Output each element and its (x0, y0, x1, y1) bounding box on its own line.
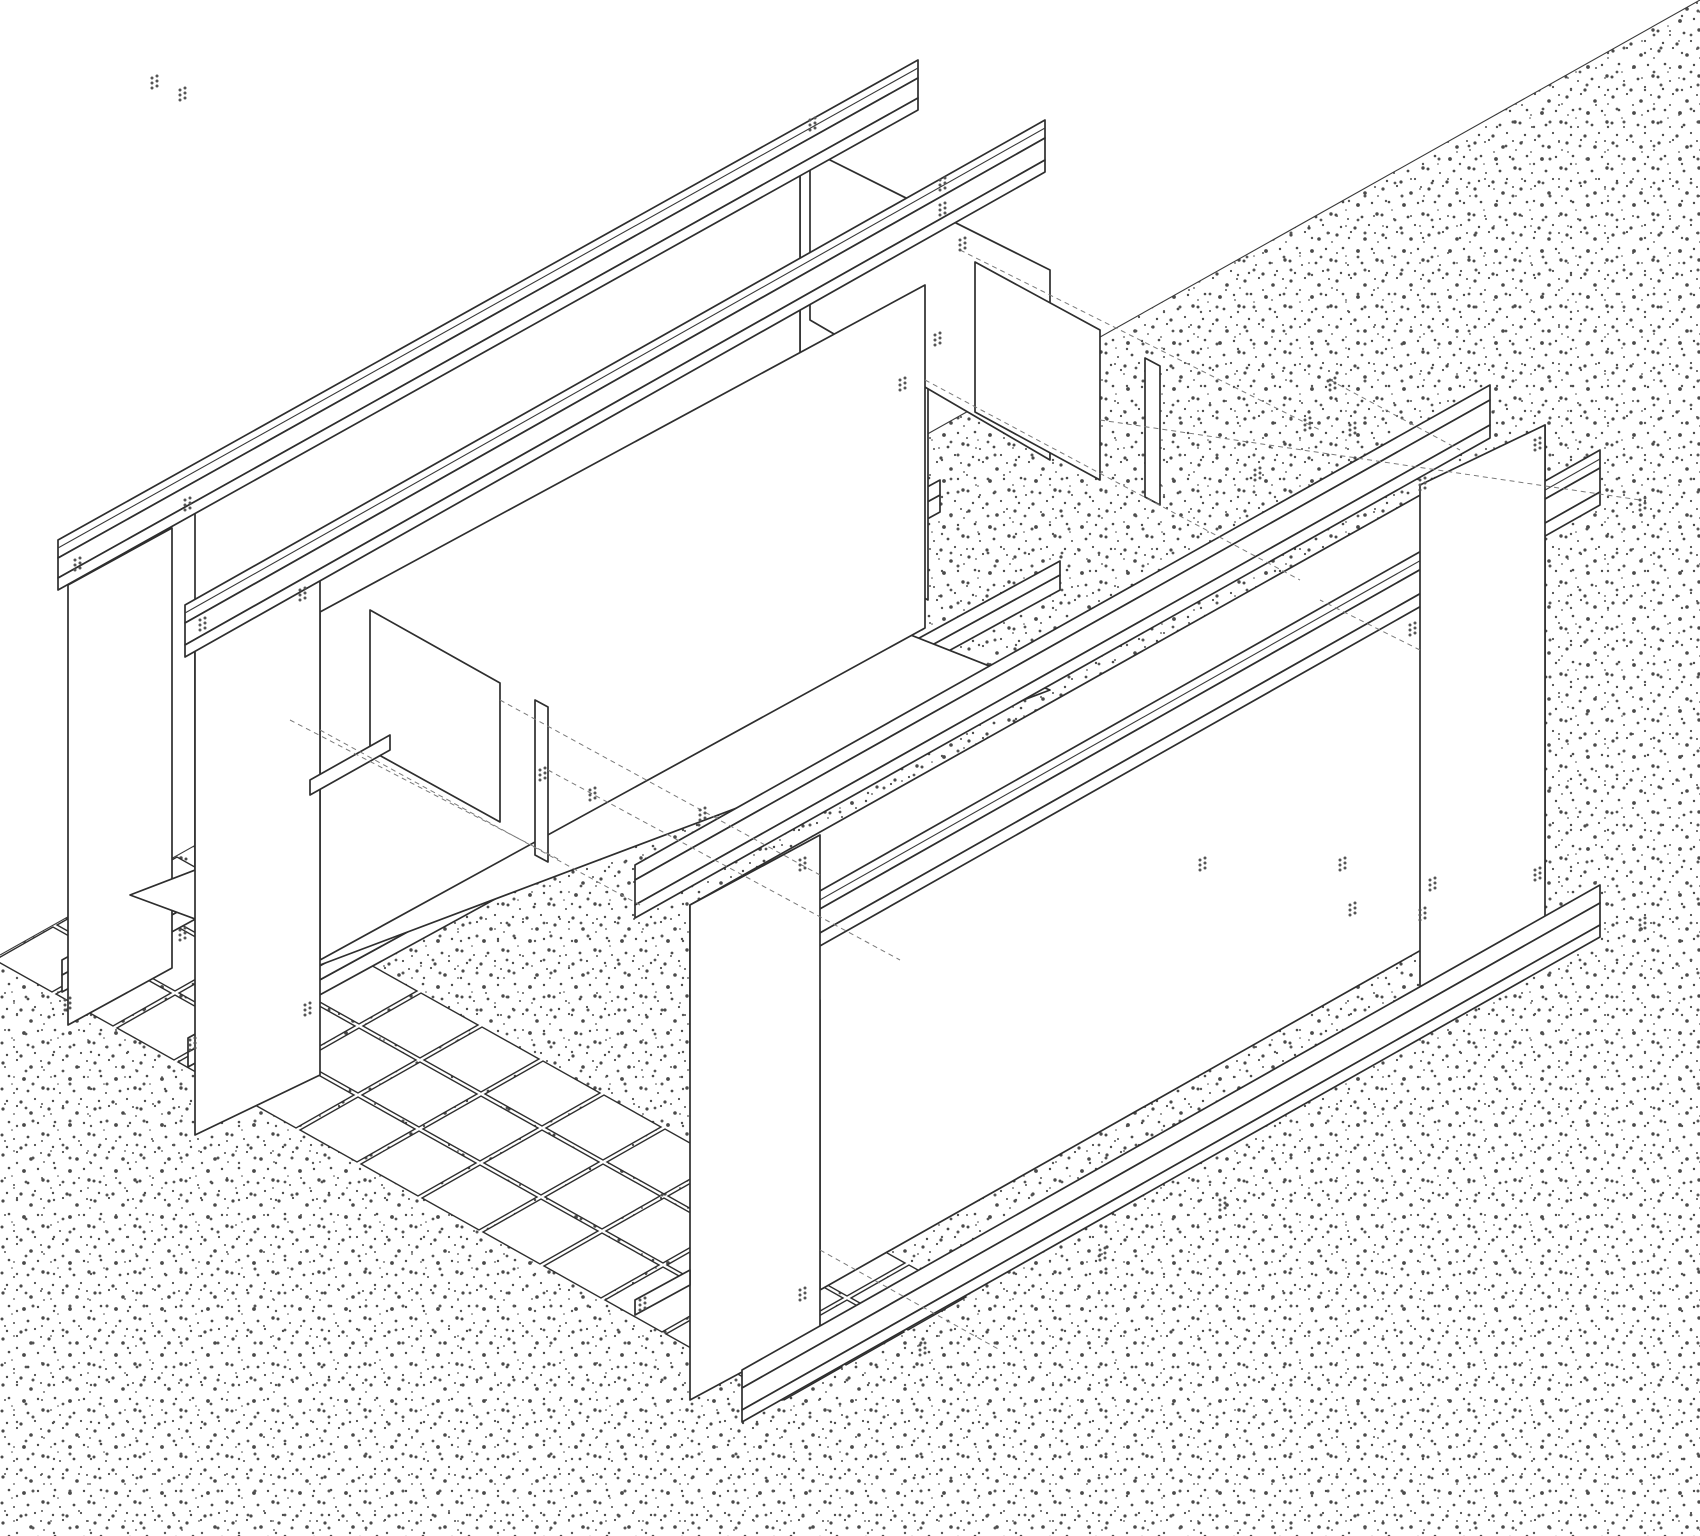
top-beam-near (184, 119, 1046, 658)
bolt-cluster (1638, 916, 1647, 932)
mid-rail-beam (634, 384, 1491, 919)
bolt-cluster (178, 86, 187, 102)
bolt-cluster (178, 926, 187, 942)
bolt-cluster (1218, 1196, 1227, 1212)
bolt-cluster (1428, 876, 1437, 892)
bolt-cluster (588, 786, 597, 802)
bolt-cluster (918, 1341, 927, 1357)
bolt-cluster (188, 1036, 197, 1052)
bolt-cluster (638, 1296, 647, 1312)
grating-tile (481, 1198, 600, 1265)
bolt-cluster (808, 116, 817, 132)
bolt-cluster (798, 856, 807, 872)
bolt-groups (63, 74, 1647, 1357)
grating-tile (482, 1129, 601, 1196)
grating-tile (361, 992, 480, 1059)
front-bottom-beam (741, 884, 1601, 1423)
side-plate-upper-right (974, 261, 1101, 481)
bolt-cluster (898, 376, 907, 392)
post-upper-right (1144, 357, 1161, 506)
top-beam-far (57, 59, 919, 591)
grating-tile (421, 1095, 540, 1162)
bolt-cluster (1348, 421, 1357, 437)
bolt-cluster (698, 806, 707, 822)
bolt-cluster (198, 616, 207, 632)
bolt-cluster (938, 201, 947, 217)
front-right-panel (1419, 424, 1546, 1011)
ground-beam-center-short (309, 734, 391, 796)
front-top-beam (741, 449, 1601, 991)
bolt-cluster (798, 1286, 807, 1302)
assembly-guides (289, 249, 1641, 1351)
grating-tile (299, 1027, 418, 1094)
bolt-cluster (63, 996, 72, 1012)
bolt-cluster (538, 766, 547, 782)
bolt-cluster (1098, 1246, 1107, 1262)
bolt-cluster (150, 74, 159, 90)
post-center (534, 699, 549, 863)
bolt-cluster (1533, 436, 1542, 452)
bolt-cluster (1418, 476, 1427, 492)
bolt-cluster (933, 331, 942, 347)
bolt-cluster (298, 586, 307, 602)
grating-tile (543, 1163, 662, 1230)
bolt-cluster (1418, 906, 1427, 922)
grating-tile (298, 1096, 417, 1163)
grating-tile (360, 1061, 479, 1128)
bolt-cluster (938, 176, 947, 192)
side-wall-left (194, 579, 321, 1136)
bolt-cluster (1328, 376, 1337, 392)
bolt-cluster (1533, 866, 1542, 882)
bolt-cluster (1408, 621, 1417, 637)
grating-tile (542, 1232, 661, 1299)
bolt-cluster (183, 496, 192, 512)
grating-tile (483, 1060, 602, 1127)
front-left-post (689, 834, 821, 1401)
side-plate-left (369, 609, 501, 823)
back-left-panel (67, 527, 173, 1026)
short-beam-front-left (634, 1269, 691, 1316)
grating-tile (359, 1130, 478, 1197)
bolt-cluster (1198, 856, 1207, 872)
bolt-cluster (73, 556, 82, 572)
bolt-cluster (1338, 856, 1347, 872)
bolt-cluster (1303, 416, 1312, 432)
bolt-cluster (958, 236, 967, 252)
front-frame (634, 384, 1601, 1423)
bolt-cluster (303, 1001, 312, 1017)
grating-tile (422, 1026, 541, 1093)
bolt-cluster (1253, 466, 1262, 482)
center-assembly (129, 119, 1051, 1136)
grating-tile (420, 1164, 539, 1231)
bolt-cluster (1348, 901, 1357, 917)
grating-tile (544, 1094, 663, 1161)
bolt-cluster (1638, 496, 1647, 512)
